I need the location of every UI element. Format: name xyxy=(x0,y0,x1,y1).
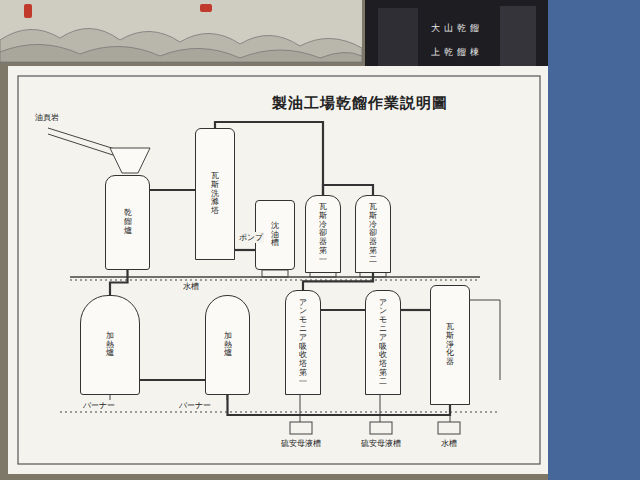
vessel-label: 瓦斯冷卻器第二 xyxy=(369,203,377,265)
pipe-connector xyxy=(110,270,128,295)
part-label: 油頁岩 xyxy=(34,112,60,123)
part-label: 水槽 xyxy=(182,281,200,292)
pipe-connector xyxy=(150,189,195,191)
vessel-label: アンモニア吸收塔第一 xyxy=(299,299,307,387)
vessel-label: 加熱爐 xyxy=(224,332,232,358)
vessel-box: 加熱爐 xyxy=(205,295,250,395)
pipe-connector xyxy=(235,249,255,251)
vessel-box: 瓦斯淨化器 xyxy=(430,285,470,405)
part-label: 水槽 xyxy=(440,438,458,449)
vessel-box: 瓦斯洗滌塔 xyxy=(195,128,235,260)
vessel-label: 瓦斯淨化器 xyxy=(446,323,454,367)
vessel-label: 瓦斯洗滌塔 xyxy=(211,172,219,216)
vessel-box: 乾餾爐 xyxy=(105,175,150,270)
part-label: ポンプ xyxy=(238,232,264,243)
vessel-box: 瓦斯冷卻器第一 xyxy=(305,195,341,273)
vessel-label: アンモニア吸收塔第二 xyxy=(379,299,387,387)
pipe-connector xyxy=(321,309,365,311)
vessel-label: 沈油槽 xyxy=(271,222,279,248)
vessel-label: 加熱爐 xyxy=(106,332,114,358)
part-label: 硫安母液槽 xyxy=(280,438,322,449)
pipe-connector xyxy=(323,185,373,195)
part-label: バーナー xyxy=(178,400,212,411)
pipe-connector xyxy=(401,309,430,311)
vessel-box: アンモニア吸收塔第一 xyxy=(285,290,321,395)
vessel-box: 加熱爐 xyxy=(80,295,140,395)
part-label: 硫安母液槽 xyxy=(360,438,402,449)
part-label: 大山乾餾 xyxy=(430,22,484,35)
pipe-connector xyxy=(228,395,451,415)
vessel-box: 瓦斯冷卻器第二 xyxy=(355,195,391,273)
vessel-box: アンモニア吸收塔第二 xyxy=(365,290,401,395)
pipe-connector xyxy=(140,379,205,381)
part-label: 上乾餾棟 xyxy=(430,46,484,59)
vessel-label: 瓦斯冷卻器第一 xyxy=(319,203,327,265)
pipe-connector xyxy=(303,273,373,290)
diagram-title: 製油工場乾餾作業説明圖 xyxy=(272,94,448,113)
part-label: バーナー xyxy=(82,400,116,411)
vessel-label: 乾餾爐 xyxy=(124,209,132,235)
